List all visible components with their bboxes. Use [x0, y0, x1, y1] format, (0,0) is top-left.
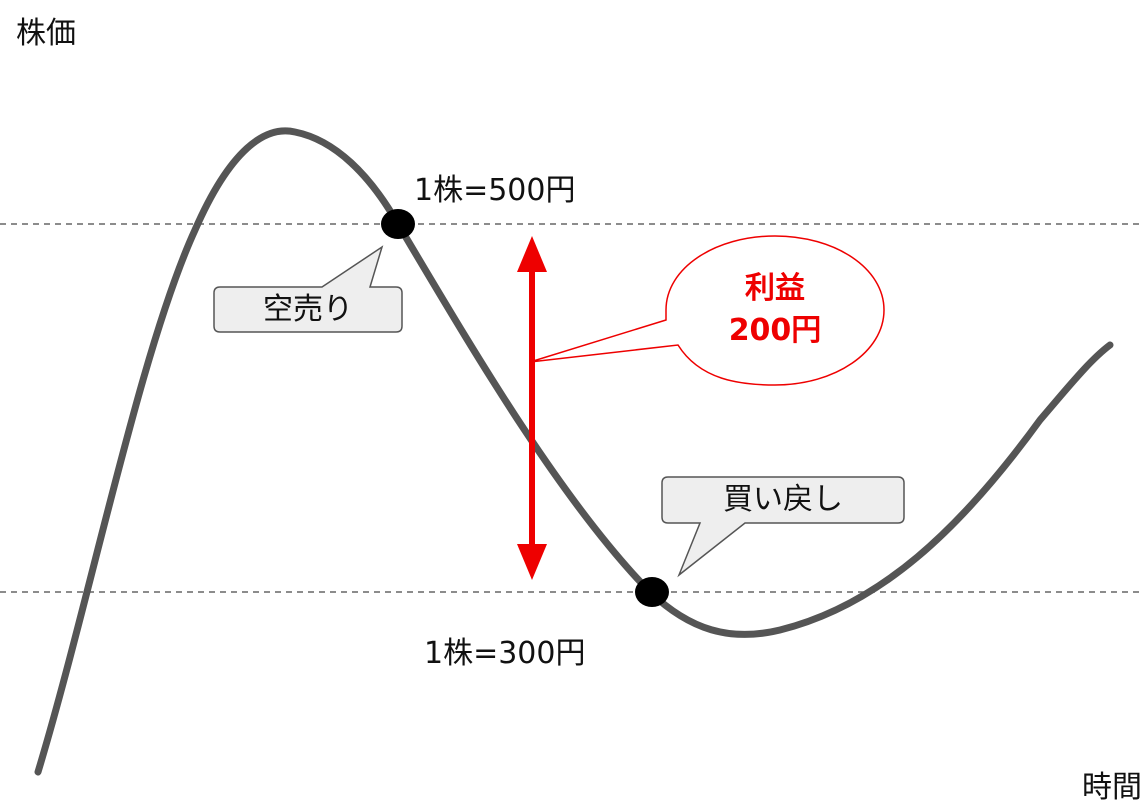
y-axis-label: 株価	[16, 16, 76, 51]
profit-arrow-head-down	[517, 544, 547, 580]
buyback-point-marker	[635, 577, 669, 607]
sell-callout-bubble	[213, 245, 403, 333]
stock-price-curve	[34, 127, 1114, 776]
buyback-callout-text: 買い戻し	[723, 482, 843, 517]
sell-callout-text: 空売り	[263, 292, 353, 327]
profit-callout-bubble	[529, 235, 885, 386]
profit-callout-text: 利益 200円	[666, 268, 884, 352]
sell-point-marker	[381, 209, 415, 239]
low-price-label: 1株=300円	[424, 636, 586, 671]
profit-title: 利益	[745, 271, 805, 306]
buyback-callout-bubble	[661, 476, 905, 578]
profit-arrow-head-up	[517, 236, 547, 272]
high-price-label: 1株=500円	[414, 173, 576, 208]
profit-amount: 200円	[728, 313, 822, 348]
x-axis-label: 時間	[1082, 770, 1142, 805]
